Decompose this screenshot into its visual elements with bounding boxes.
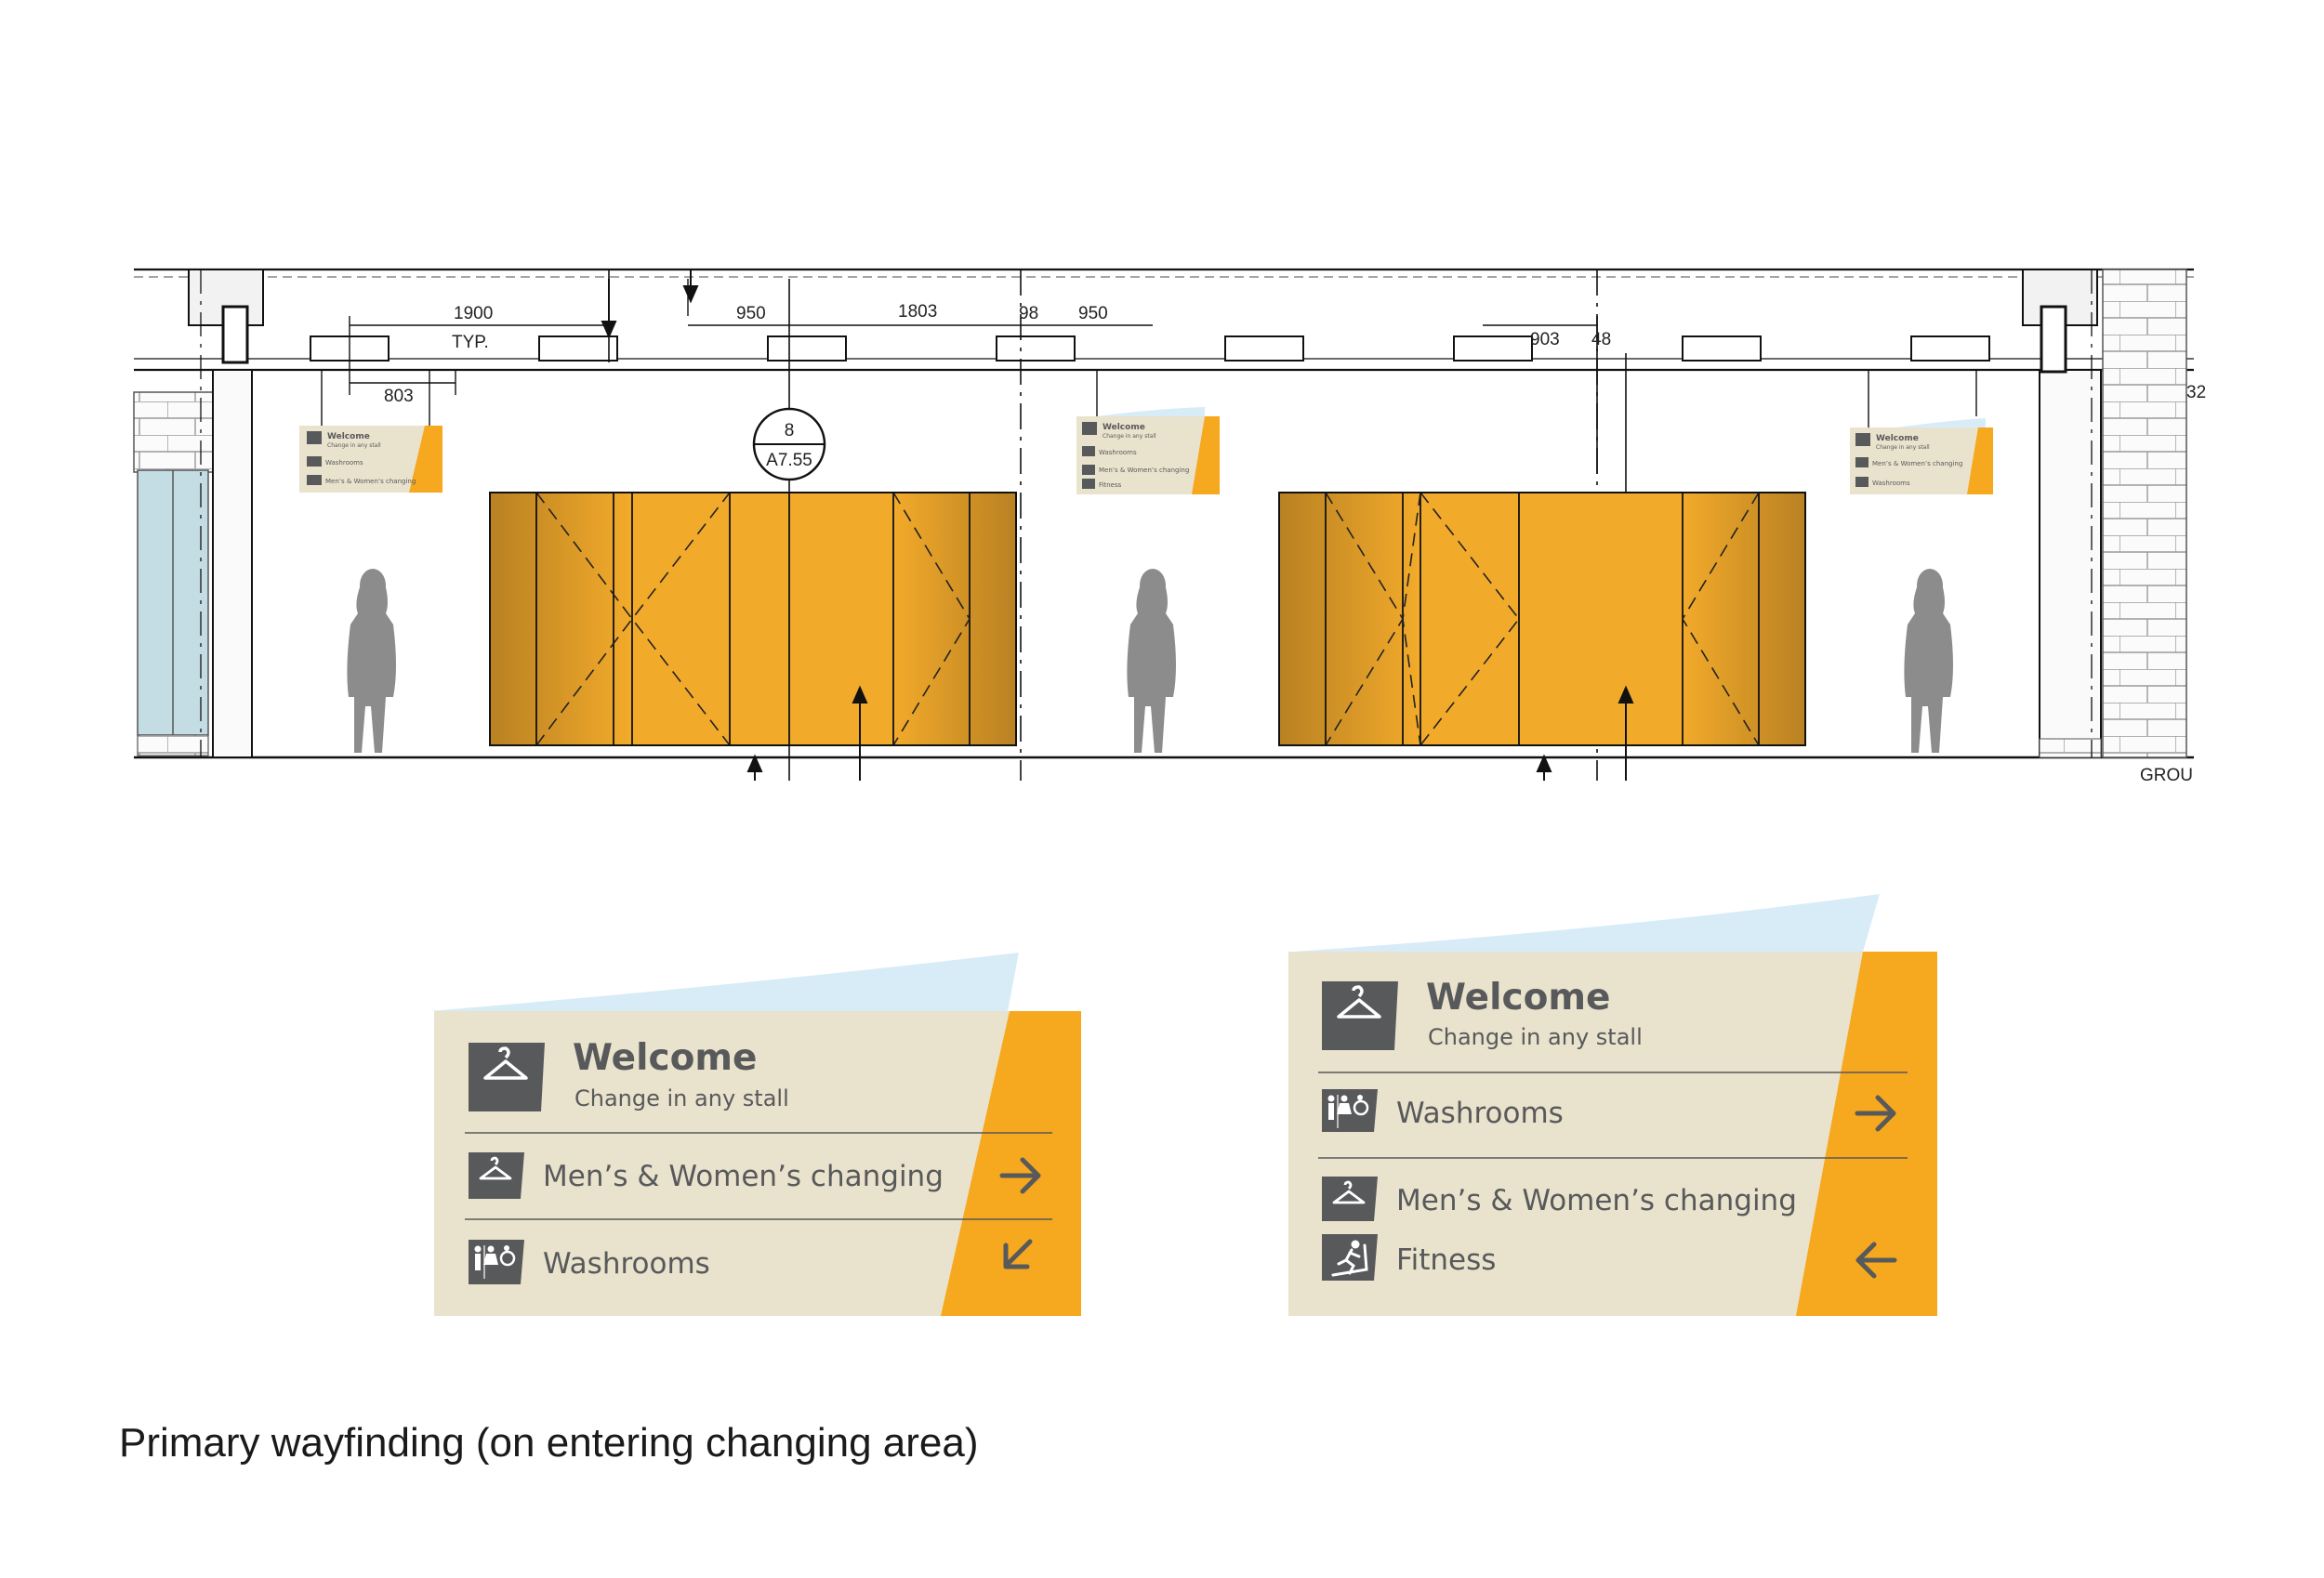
sign-b-row-label: Fitness <box>1396 1243 1496 1277</box>
hanger-icon <box>1322 1177 1378 1221</box>
mini-sign-row: Washrooms <box>1099 449 1137 456</box>
mini-sign-row: Washrooms <box>1872 480 1910 487</box>
dim-950: 950 <box>736 304 766 323</box>
sign-a-sky-wedge <box>429 953 1019 1011</box>
person-silhouette <box>347 569 396 753</box>
arrow-right-icon <box>1855 1095 1896 1132</box>
mini-sign-title: Welcome <box>327 432 370 441</box>
ceiling-fixtures <box>310 335 1990 362</box>
dim-1900: 1900 <box>454 304 493 323</box>
sign-b-title: Welcome <box>1426 977 1610 1019</box>
dim-typ: TYP. <box>452 333 489 352</box>
dim-950-b: 950 <box>1078 304 1108 323</box>
mini-sign-row: Men’s & Women’s changing <box>325 478 416 485</box>
hanger-icon <box>1322 981 1398 1050</box>
section-marker: 8 A7.55 <box>752 407 826 481</box>
right-column <box>2022 269 2187 758</box>
dim-1803: 1803 <box>898 302 937 322</box>
fitness-icon <box>1322 1234 1378 1281</box>
person-silhouette <box>1127 569 1176 753</box>
sign-b: Welcome Change in any stall Washrooms Me… <box>1288 894 1937 1316</box>
dim-98: 98 <box>1019 304 1038 323</box>
mini-sign-left: Welcome Change in any stall Washrooms Me… <box>299 370 442 493</box>
mini-sign-title: Welcome <box>1876 434 1919 443</box>
sign-a-subtitle: Change in any stall <box>574 1085 789 1111</box>
mini-sign-center: Welcome Change in any stall Washrooms Me… <box>1076 370 1220 494</box>
arrow-right-icon <box>999 1157 1041 1194</box>
mini-sign-row: Fitness <box>1099 481 1122 489</box>
sign-b-sky-wedge <box>1294 894 1880 952</box>
sign-b-row-label: Men’s & Women’s changing <box>1396 1184 1797 1217</box>
partition-wall-left <box>489 492 1017 746</box>
left-column <box>133 269 264 758</box>
dim-48: 48 <box>1591 330 1611 349</box>
sign-b-orange-band <box>1796 952 1937 1316</box>
mini-sign-row: Men’s & Women’s changing <box>1872 460 1962 467</box>
washroom-icon <box>1322 1089 1378 1132</box>
mini-sign-right: Welcome Change in any stall Men’s & Wome… <box>1850 370 1993 494</box>
mini-sign-subtitle: Change in any stall <box>327 442 381 449</box>
hanger-icon <box>469 1152 524 1199</box>
sign-a-title: Welcome <box>573 1037 757 1079</box>
section-sheet: A7.55 <box>766 451 812 470</box>
dimension-text: 1900 TYP. 803 950 1803 98 950 903 48 32 … <box>384 302 2206 785</box>
mini-sign-subtitle: Change in any stall <box>1876 444 1930 451</box>
dim-803: 803 <box>384 387 414 406</box>
mini-sign-subtitle: Change in any stall <box>1103 433 1156 440</box>
page-caption: Primary wayfinding (on entering changing… <box>119 1420 979 1466</box>
sign-a-orange-band <box>941 1011 1081 1316</box>
dimension-lines <box>349 279 1597 395</box>
sign-a: Welcome Change in any stall Men’s & Wome… <box>429 953 1081 1316</box>
dim-903: 903 <box>1530 330 1560 349</box>
mini-sign-title: Welcome <box>1103 423 1145 432</box>
elevation-arrows <box>601 270 1634 781</box>
arrow-down-left-icon <box>1003 1239 1033 1269</box>
arrow-left-icon <box>1855 1242 1897 1279</box>
person-silhouette <box>1904 569 1953 753</box>
hanger-icon <box>469 1043 545 1111</box>
partition-wall-right <box>1278 492 1806 746</box>
mini-sign-row: Men’s & Women’s changing <box>1099 467 1189 474</box>
mini-sign-row: Washrooms <box>325 459 363 467</box>
washroom-icon <box>469 1240 524 1284</box>
sign-a-row-label: Men’s & Women’s changing <box>543 1160 944 1193</box>
sign-a-row-label: Washrooms <box>543 1247 710 1281</box>
sign-b-row-label: Washrooms <box>1396 1097 1564 1130</box>
ground-level-label: GROU <box>2140 766 2193 785</box>
sign-b-subtitle: Change in any stall <box>1428 1024 1643 1050</box>
ceiling-structure <box>134 268 2194 759</box>
section-number: 8 <box>785 421 795 441</box>
dim-32: 32 <box>2186 383 2206 402</box>
